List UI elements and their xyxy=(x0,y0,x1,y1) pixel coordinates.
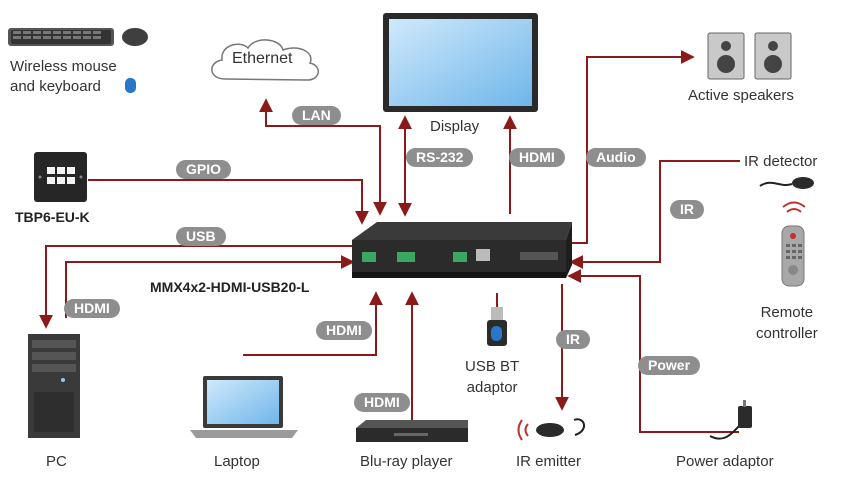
rs232-tag: RS-232 xyxy=(406,148,474,167)
keyboard-icon xyxy=(8,28,114,46)
ir-out-tag: IR xyxy=(556,330,590,349)
hdmi-laptop-line xyxy=(243,291,383,356)
usb-tag: USB xyxy=(176,227,226,246)
hdmi-bluray-tag: HDMI xyxy=(354,393,410,412)
ethernet-cloud-icon xyxy=(211,39,319,81)
audio-line xyxy=(568,50,695,244)
ir-waves-icon xyxy=(782,201,806,213)
speakers-icon xyxy=(707,32,792,80)
ir-detector-icon xyxy=(759,177,814,189)
power-adaptor-label: Power adaptor xyxy=(676,453,774,470)
display-label: Display xyxy=(430,118,480,135)
power-tag: Power xyxy=(638,356,701,375)
connection-lines xyxy=(39,50,740,433)
remote-label: Remote controller xyxy=(756,304,818,342)
gpio-tag: GPIO xyxy=(176,160,232,179)
ir-emitter-waves-icon xyxy=(517,419,529,441)
hdmi-pc-line xyxy=(65,255,355,318)
power-adaptor-icon xyxy=(709,400,752,440)
pc-label: PC xyxy=(46,453,67,470)
power-line xyxy=(567,269,739,433)
ir-emitter-icon xyxy=(536,418,585,437)
bluetooth-icon xyxy=(491,326,502,341)
usb-line xyxy=(39,245,352,329)
panel-label: TBP6-EU-K xyxy=(15,209,90,225)
gpio-line xyxy=(88,179,369,225)
keyboard-label: Wireless mouse and keyboard xyxy=(10,58,117,95)
matrix-label: MMX4x2-HDMI-USB20-L xyxy=(150,279,310,295)
ir-in-tag: IR xyxy=(670,200,704,219)
mouse-icon xyxy=(122,28,148,46)
remote-icon xyxy=(781,225,805,287)
ir-emitter-label: IR emitter xyxy=(516,453,582,470)
panel-icon xyxy=(34,152,87,202)
lan-line xyxy=(259,98,387,216)
pc-icon xyxy=(28,334,80,438)
hdmi-display-tag: HDMI xyxy=(509,148,565,167)
bt-adaptor-label: USB BT adaptor xyxy=(465,358,520,396)
audio-tag: Audio xyxy=(586,148,646,167)
hdmi-laptop-tag: HDMI xyxy=(316,321,372,340)
laptop-icon xyxy=(190,376,298,438)
bluray-player-icon xyxy=(356,420,468,442)
ethernet-label: Ethernet xyxy=(232,50,293,67)
ir-detector-label: IR detector xyxy=(744,153,818,170)
matrix-device-icon xyxy=(352,222,572,278)
speakers-label: Active speakers xyxy=(688,87,794,104)
lan-tag: LAN xyxy=(292,106,341,125)
bluray-label: Blu-ray player xyxy=(360,453,453,470)
hdmi-pc-tag: HDMI xyxy=(64,299,120,318)
bluetooth-icon xyxy=(125,78,136,93)
laptop-label: Laptop xyxy=(214,453,260,470)
display-icon xyxy=(383,13,538,112)
ir-in-line xyxy=(569,160,740,269)
